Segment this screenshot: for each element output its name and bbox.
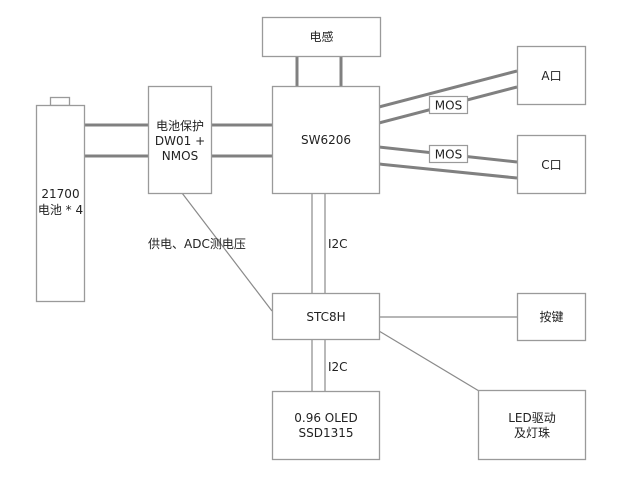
- node-sw6206[interactable]: SW6206: [271, 85, 381, 195]
- mos-label-c: MOS: [428, 144, 469, 164]
- edge-sw6206-port-a-1: [378, 69, 518, 109]
- node-button[interactable]: 按键: [516, 292, 587, 342]
- node-port-a[interactable]: A口: [516, 45, 587, 106]
- edge-protection-stc8h: [181, 192, 273, 312]
- node-led-driver[interactable]: LED驱动 及灯珠: [477, 389, 587, 461]
- port-c-label: C口: [541, 158, 561, 172]
- edge-stc8h-led: [378, 330, 480, 392]
- mos-label-a-text: MOS: [435, 99, 462, 113]
- battery-label-line1: 21700: [41, 187, 79, 201]
- protection-label-line1: 电池保护: [156, 119, 204, 133]
- node-stc8h[interactable]: STC8H: [271, 292, 381, 341]
- node-inductor[interactable]: 电感: [261, 16, 382, 58]
- stc8h-label: STC8H: [306, 310, 345, 324]
- led-label-line2: 及灯珠: [514, 426, 550, 440]
- supply-adc-label: 供电、ADC测电压: [148, 237, 246, 251]
- edge-sw6206-port-c-2: [378, 162, 518, 180]
- node-battery-protection[interactable]: 电池保护 DW01 + NMOS: [147, 85, 213, 195]
- led-label-line1: LED驱动: [508, 411, 556, 425]
- button-label: 按键: [539, 310, 563, 324]
- i2c-label-lower: I2C: [328, 360, 348, 374]
- protection-label-line3: NMOS: [162, 149, 198, 163]
- battery-body: [35, 104, 86, 303]
- node-battery[interactable]: 21700 电池 * 4: [35, 96, 86, 303]
- battery-terminal: [49, 96, 71, 107]
- port-a-label: A口: [541, 69, 561, 83]
- node-port-c[interactable]: C口: [516, 134, 587, 195]
- inductor-label: 电感: [309, 29, 333, 44]
- oled-label-line1: 0.96 OLED: [294, 411, 358, 425]
- oled-label-line2: SSD1315: [298, 426, 353, 440]
- sw6206-label: SW6206: [301, 133, 351, 147]
- node-oled[interactable]: 0.96 OLED SSD1315: [271, 390, 381, 461]
- i2c-label-upper: I2C: [328, 237, 348, 251]
- protection-label-line2: DW01 +: [155, 134, 205, 148]
- mos-label-a: MOS: [428, 95, 469, 115]
- mos-label-c-text: MOS: [435, 148, 462, 162]
- battery-label-line2: 电池 * 4: [38, 203, 83, 217]
